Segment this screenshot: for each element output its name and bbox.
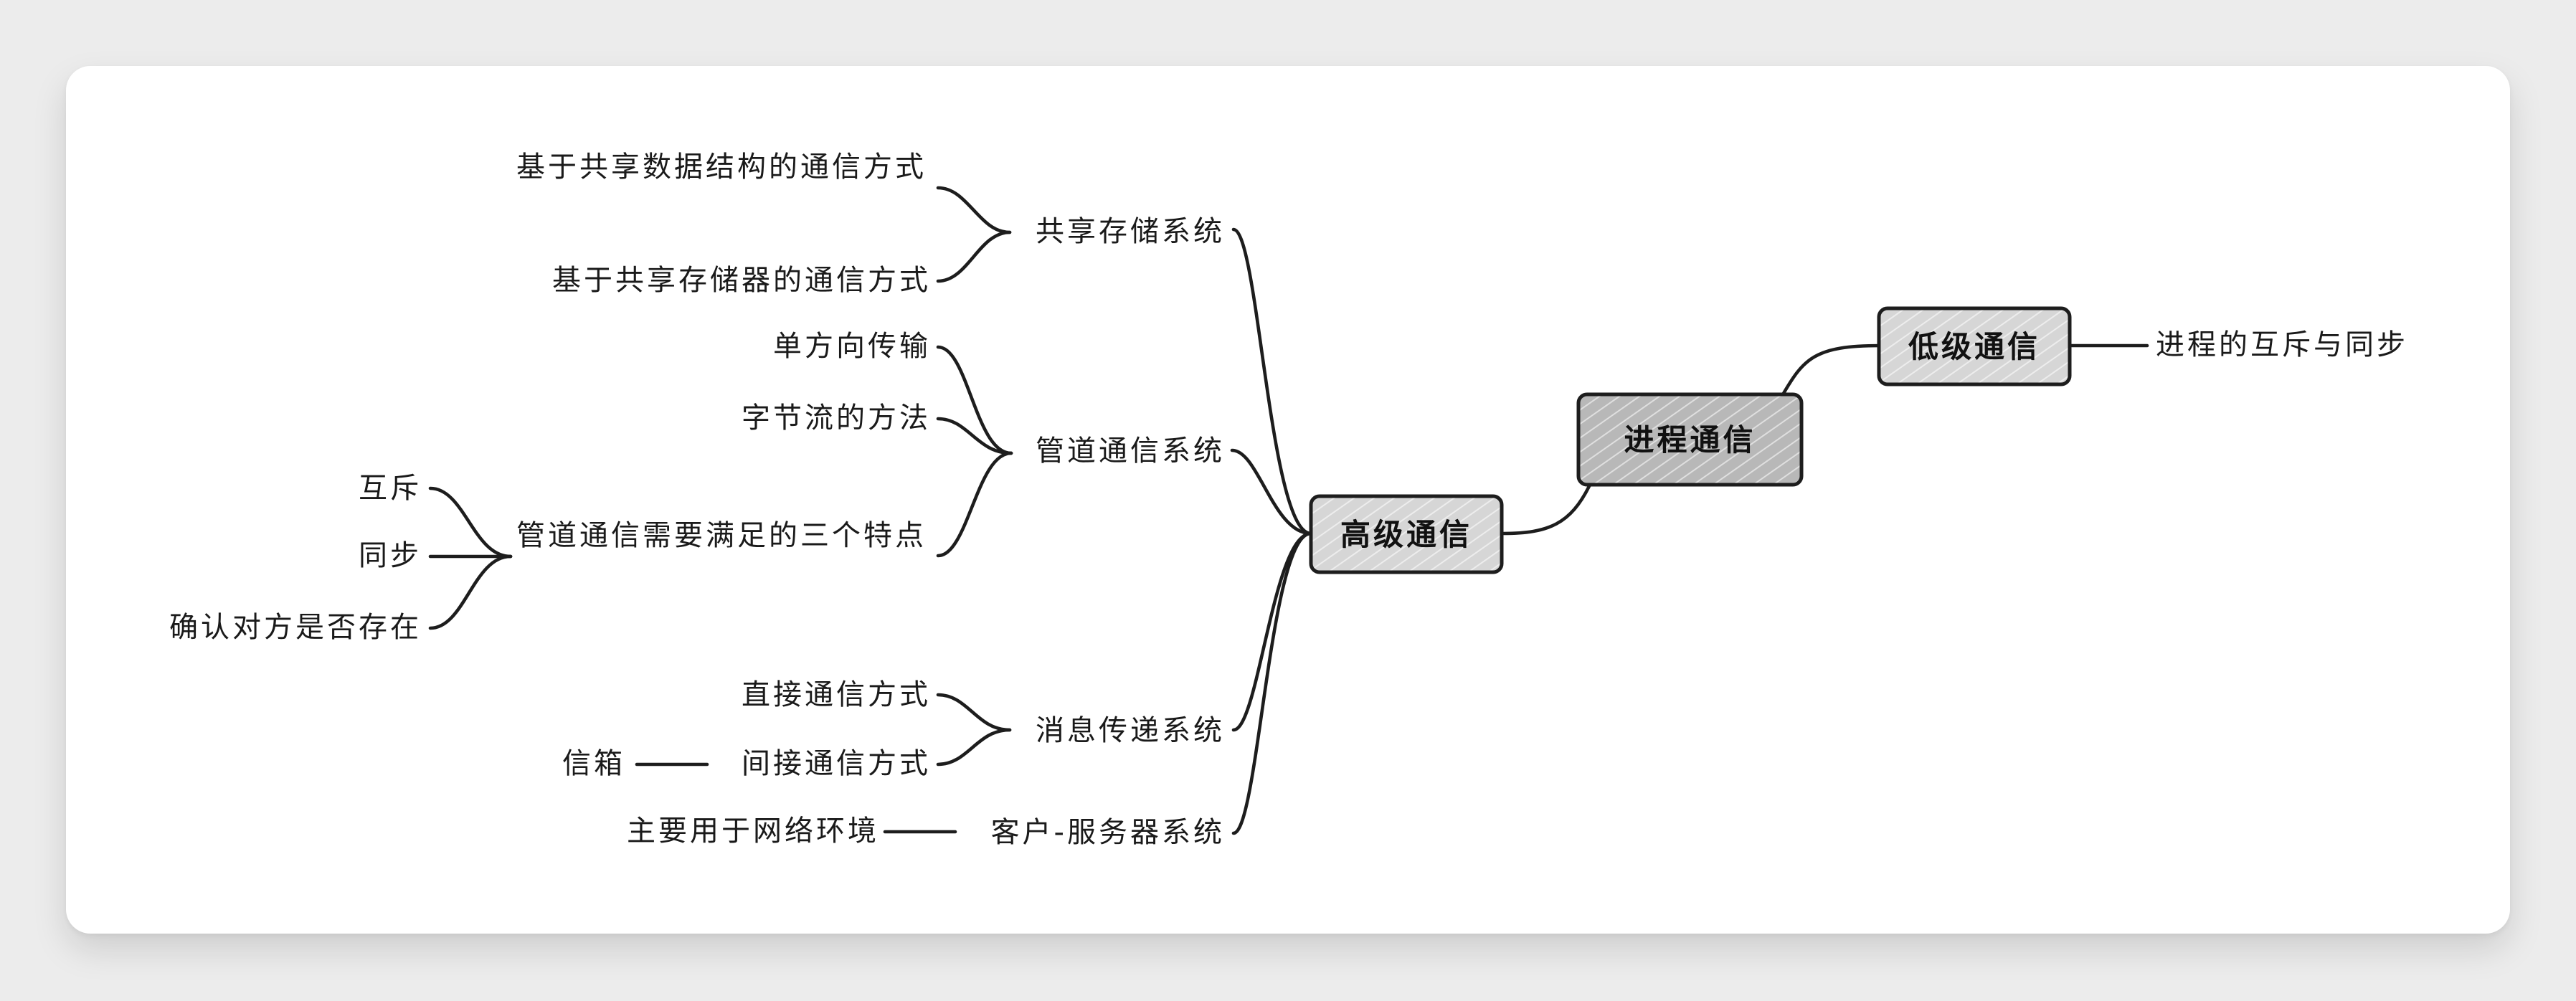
edge-high-pipe	[1230, 448, 1313, 536]
pipe-requirements-label[interactable]: 管道通信需要满足的三个特点	[516, 519, 927, 552]
connector-lines	[428, 186, 2149, 835]
pipe-system-label[interactable]: 管道通信系统	[1036, 435, 1225, 468]
low-level-node-box	[1877, 306, 2072, 386]
mailbox-label[interactable]: 信箱	[562, 747, 625, 780]
root-node-box	[1576, 392, 1804, 487]
one-way-label[interactable]: 单方向传输	[773, 330, 931, 363]
client-server-label[interactable]: 客户-服务器系统	[990, 816, 1225, 849]
sync-label[interactable]: 同步	[359, 539, 422, 572]
edge-high-shared	[1231, 227, 1313, 536]
root-node-label[interactable]: 进程通信	[1624, 422, 1756, 457]
edge-shared-c1	[936, 186, 1012, 234]
edge-shared-c2	[936, 230, 1012, 283]
shared-storage-label[interactable]: 基于共享存储器的通信方式	[552, 264, 931, 297]
edge-req-c3	[428, 554, 513, 630]
edge-pipe-c2	[936, 417, 1013, 455]
direct-communication-label[interactable]: 直接通信方式	[742, 678, 931, 711]
low-level-node-label[interactable]: 低级通信	[1908, 329, 2040, 364]
edge-root-high	[1501, 484, 1591, 536]
edge-high-cs	[1231, 531, 1313, 835]
high-level-node-box	[1309, 494, 1504, 574]
edge-root-low	[1780, 343, 1883, 398]
mutex-label[interactable]: 互斥	[359, 472, 422, 505]
edge-pipe-c3	[936, 451, 1013, 558]
high-level-node-label[interactable]: 高级通信	[1340, 517, 1472, 552]
edge-req-c1	[428, 486, 513, 559]
message-system-label[interactable]: 消息传递系统	[1036, 714, 1225, 747]
edge-pipe-c1	[936, 345, 1013, 455]
edge-msg-direct	[936, 693, 1012, 732]
indirect-communication-label[interactable]: 间接通信方式	[742, 747, 931, 780]
shared-data-structure-label[interactable]: 基于共享数据结构的通信方式	[516, 151, 927, 184]
edge-msg-indirect	[936, 728, 1012, 767]
confirm-existence-label[interactable]: 确认对方是否存在	[169, 611, 422, 644]
edge-high-message	[1231, 531, 1313, 732]
byte-stream-label[interactable]: 字节流的方法	[742, 402, 931, 435]
network-environment-label[interactable]: 主要用于网络环境	[627, 815, 879, 848]
shared-memory-label[interactable]: 共享存储系统	[1036, 215, 1225, 248]
sync-mutex-label[interactable]: 进程的互斥与同步	[2156, 328, 2408, 361]
